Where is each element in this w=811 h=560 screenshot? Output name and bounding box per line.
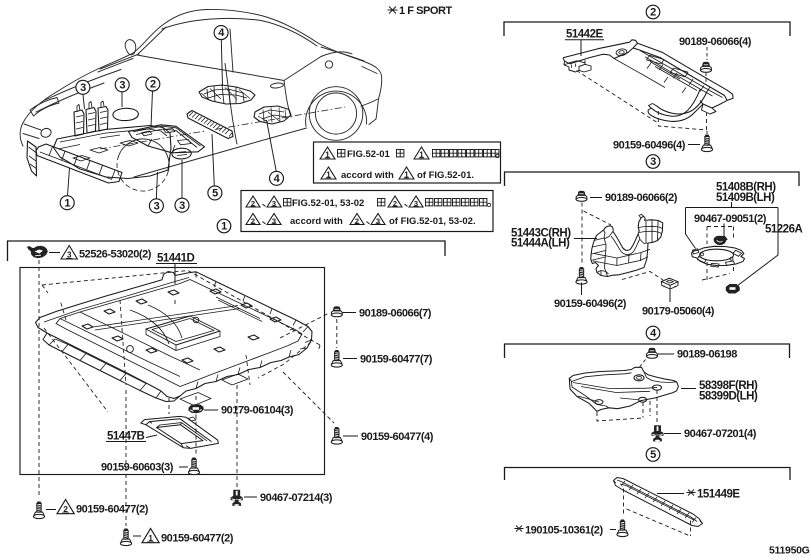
svg-text:4: 4 [274,173,281,185]
svg-text:3: 3 [67,250,72,259]
svg-text:51447B: 51447B [107,430,144,442]
svg-text:1: 1 [64,197,70,209]
svg-text:5: 5 [212,188,218,200]
svg-text:1: 1 [419,151,424,160]
svg-text:3: 3 [650,156,656,168]
svg-text:90159-60477(7): 90159-60477(7) [360,353,433,365]
svg-text:of FIG.52-01, 53-02.: of FIG.52-01, 53-02. [389,216,476,227]
svg-text:51408B(RH): 51408B(RH) [716,182,776,194]
svg-text:of FIG.52-01.: of FIG.52-01. [417,170,474,181]
svg-text:90159-60477(2): 90159-60477(2) [76,503,149,515]
svg-text:2: 2 [393,199,397,208]
svg-text:90159-60496(4): 90159-60496(4) [613,140,686,152]
svg-text:151449E: 151449E [697,489,740,501]
svg-text:90179-06104(3): 90179-06104(3) [221,405,294,417]
svg-text:accord with: accord with [290,216,343,227]
svg-text:51444A(LH): 51444A(LH) [511,238,570,250]
svg-text:2: 2 [150,79,156,91]
svg-text:1: 1 [326,171,331,180]
svg-text:90189-06066(4): 90189-06066(4) [679,36,752,48]
svg-text:90467-07214(3): 90467-07214(3) [260,492,333,504]
svg-text:3: 3 [272,199,276,208]
svg-text:51443C(RH): 51443C(RH) [511,227,571,239]
svg-text:3: 3 [80,82,86,94]
svg-text:58399D(LH): 58399D(LH) [699,390,758,402]
svg-text:190105-10361(2): 190105-10361(2) [525,525,603,537]
svg-text:1: 1 [148,533,153,543]
svg-text:51442E: 51442E [566,29,603,41]
svg-text:FIG.52-01, 53-02: FIG.52-01, 53-02 [292,198,364,209]
svg-text:2: 2 [251,199,255,208]
svg-text:52526-53020(2): 52526-53020(2) [79,249,152,261]
svg-text:2: 2 [251,216,255,225]
svg-text:1 F SPORT: 1 F SPORT [399,5,453,17]
svg-text:3: 3 [154,200,160,212]
svg-text:2: 2 [650,7,656,19]
svg-text:2: 2 [63,504,68,514]
svg-text:90159-60496(2): 90159-60496(2) [554,298,627,310]
svg-text:90467-07201(4): 90467-07201(4) [684,428,757,440]
svg-text:accord with: accord with [341,170,394,181]
svg-text:90159-60477(2): 90159-60477(2) [161,532,234,544]
svg-text:5: 5 [650,449,656,461]
svg-text:3: 3 [376,216,380,225]
svg-text:1: 1 [325,151,330,160]
svg-text:FIG.52-01: FIG.52-01 [347,149,390,160]
svg-text:2: 2 [355,216,359,225]
svg-text:511950G: 511950G [769,545,810,557]
svg-text:90179-05060(4): 90179-05060(4) [642,305,715,317]
svg-text:51226A: 51226A [765,224,802,236]
svg-text:1: 1 [404,171,409,180]
svg-text:3: 3 [179,200,185,212]
svg-text:4: 4 [218,27,225,39]
svg-text:3: 3 [272,216,276,225]
svg-text:1: 1 [221,221,227,233]
svg-text:3: 3 [119,79,125,91]
svg-text:90189-06066(2): 90189-06066(2) [605,192,678,204]
svg-text:90189-06066(7): 90189-06066(7) [359,307,432,319]
svg-text:51409B(LH): 51409B(LH) [716,192,775,204]
svg-text:4: 4 [650,328,657,340]
svg-text:90189-06198: 90189-06198 [677,349,737,361]
svg-text:90159-60477(4): 90159-60477(4) [361,431,434,443]
svg-text:90467-09051(2): 90467-09051(2) [694,213,767,225]
svg-text:58398F(RH): 58398F(RH) [699,380,758,392]
svg-text:51441D: 51441D [157,253,194,265]
svg-text:90159-60603(3): 90159-60603(3) [101,461,174,473]
svg-text:3: 3 [414,199,418,208]
